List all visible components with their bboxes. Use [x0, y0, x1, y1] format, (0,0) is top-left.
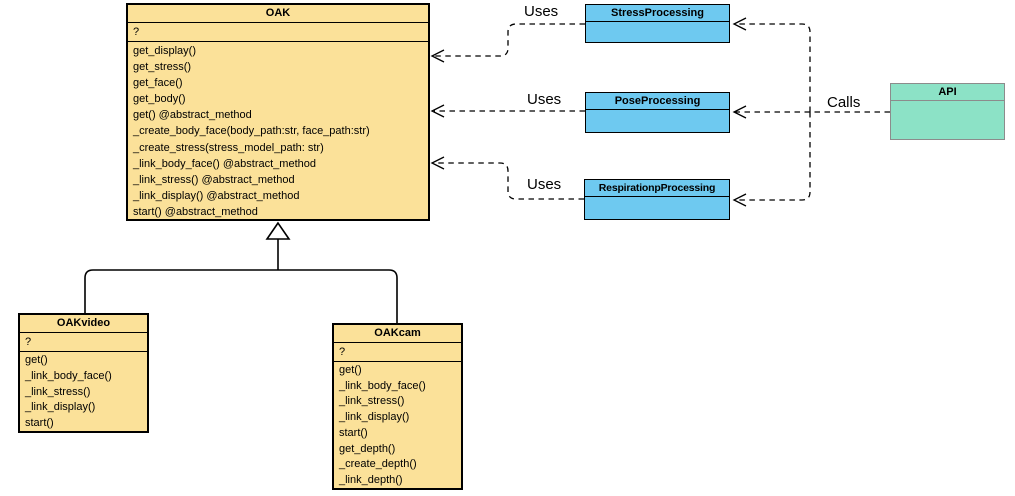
- class-title-oak: OAK: [128, 5, 428, 23]
- method-item: _link_depth(): [339, 473, 403, 486]
- arrowhead-respiration-to-oak: [430, 156, 445, 170]
- class-box-oakcam: OAKcam ? get() _link_body_face() _link_s…: [332, 323, 463, 490]
- class-title-api: API: [891, 84, 1004, 101]
- method-item: _link_stress() @abstract_method: [133, 173, 295, 186]
- method-item: get_depth(): [339, 442, 396, 455]
- class-attributes-oak: ?: [128, 23, 428, 42]
- class-title-stress-processing: StressProcessing: [586, 5, 729, 22]
- class-box-pose-processing: PoseProcessing: [585, 92, 730, 133]
- class-attributes-oakcam: ?: [334, 343, 461, 362]
- method-item: _link_display(): [339, 411, 410, 424]
- method-item: get_face(): [133, 77, 183, 90]
- arrowhead-api-to-pose: [732, 105, 747, 119]
- method-item: _link_display() @abstract_method: [133, 189, 300, 202]
- class-box-oak: OAK ? get_display() get_stress() get_fac…: [126, 3, 430, 221]
- dependency-label-calls: Calls: [827, 94, 861, 111]
- connector-api-to-respiration: [736, 112, 811, 201]
- dependency-label-uses-respiration: Uses: [527, 176, 562, 193]
- connector-api-to-stress: [736, 23, 811, 112]
- method-item: _create_depth(): [339, 458, 417, 471]
- method-item: _link_display(): [25, 401, 96, 414]
- class-box-oakvideo: OAKvideo ? get() _link_body_face() _link…: [18, 313, 149, 433]
- class-attributes-oakvideo: ?: [20, 333, 147, 352]
- class-box-api: API: [890, 83, 1005, 140]
- dependency-label-uses-pose: Uses: [527, 91, 562, 108]
- method-item: _create_body_face(body_path:str, face_pa…: [133, 125, 370, 138]
- dependency-label-uses-stress: Uses: [524, 3, 559, 20]
- arrowhead-stress-to-oak: [430, 49, 445, 63]
- method-item: get_body(): [133, 93, 186, 106]
- class-title-oakcam: OAKcam: [334, 325, 461, 343]
- method-item: _link_body_face(): [339, 379, 426, 392]
- class-box-stress-processing: StressProcessing: [585, 4, 730, 43]
- method-item: start() @abstract_method: [133, 205, 258, 218]
- method-item: _link_body_face() @abstract_method: [133, 157, 316, 170]
- class-box-respiration-processing: RespirationpProcessing: [584, 179, 730, 220]
- method-item: _link_stress(): [25, 385, 91, 398]
- method-item: _link_stress(): [339, 395, 405, 408]
- class-methods-oakcam: get() _link_body_face() _link_stress() _…: [334, 362, 461, 488]
- arrowhead-api-to-respiration: [732, 193, 747, 207]
- connector-stress-to-oak: [434, 23, 585, 57]
- class-methods-oakvideo: get() _link_body_face() _link_stress() _…: [20, 352, 147, 431]
- arrowhead-pose-to-oak: [430, 104, 445, 118]
- method-item: start(): [339, 426, 368, 439]
- method-item: start(): [25, 417, 54, 430]
- method-item: _link_body_face(): [25, 369, 112, 382]
- class-methods-oak: get_display() get_stress() get_face() ge…: [128, 42, 428, 219]
- class-title-respiration-processing: RespirationpProcessing: [585, 180, 729, 197]
- method-item: get(): [339, 364, 362, 376]
- arrowhead-api-to-stress: [732, 17, 747, 31]
- class-title-pose-processing: PoseProcessing: [586, 93, 729, 110]
- inheritance-triangle: [265, 221, 291, 240]
- connector-respiration-to-oak: [434, 162, 584, 200]
- method-item: get_stress(): [133, 61, 192, 74]
- method-item: _create_stress(stress_model_path: str): [133, 141, 324, 154]
- class-title-oakvideo: OAKvideo: [20, 315, 147, 333]
- method-item: get() @abstract_method: [133, 109, 252, 122]
- method-item: get_display(): [133, 45, 196, 57]
- method-item: get(): [25, 354, 48, 366]
- inheritance-branch-line: [84, 269, 398, 323]
